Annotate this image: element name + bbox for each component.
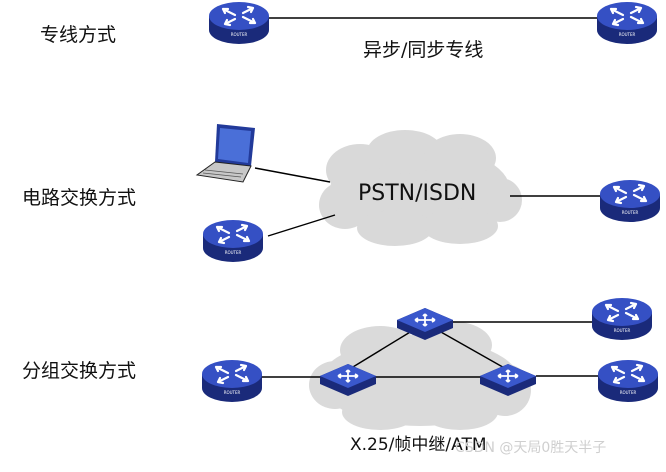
circuit-switching-label: 电路交换方式 bbox=[22, 187, 136, 209]
pstn-cloud bbox=[319, 130, 522, 246]
router-icon bbox=[200, 358, 264, 404]
watermark: CSDN @天局0胜天半子 bbox=[455, 440, 606, 456]
router-icon bbox=[595, 0, 659, 46]
router-icon bbox=[596, 358, 660, 404]
pstn-cloud-label: PSTN/ISDN bbox=[358, 181, 476, 206]
leased-link-label: 异步/同步专线 bbox=[363, 39, 483, 61]
circuit-link-router bbox=[267, 214, 336, 237]
router-icon bbox=[590, 296, 654, 342]
leased-line-label: 专线方式 bbox=[40, 24, 116, 46]
laptop-icon bbox=[195, 124, 255, 183]
router-icon bbox=[201, 218, 265, 264]
packet-switching-label: 分组交换方式 bbox=[22, 360, 136, 382]
router-icon bbox=[598, 178, 662, 224]
router-icon bbox=[207, 0, 271, 46]
circuit-link-laptop bbox=[254, 167, 331, 183]
packet-cloud-label: X.25/帧中继/ATM bbox=[350, 435, 487, 455]
